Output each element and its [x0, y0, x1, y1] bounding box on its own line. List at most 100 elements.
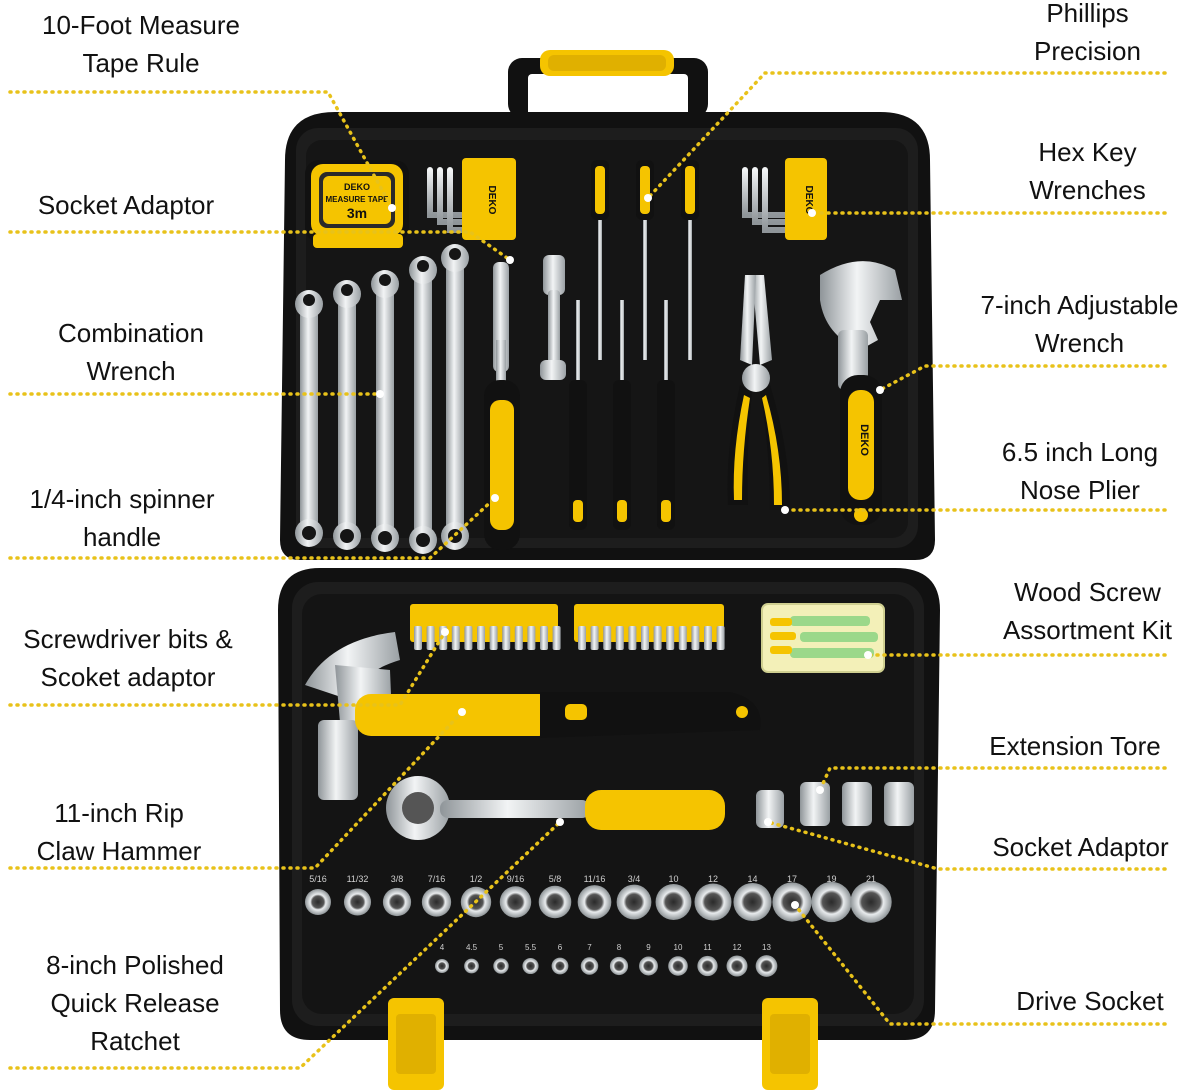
label-line: Wood Screw — [1014, 577, 1161, 607]
socket-small — [609, 956, 629, 976]
socket-size-label: 19 — [826, 874, 836, 884]
case-handle — [508, 50, 708, 118]
socket-size-label: 5/8 — [549, 874, 562, 884]
screwdriver-bit — [653, 626, 662, 650]
socket-size-label: 12 — [733, 943, 742, 952]
wrench-box-hole — [416, 533, 430, 547]
quick-release-ratchet — [386, 776, 725, 840]
socket-large — [305, 889, 331, 915]
label-wood-screw: Wood Screw Assortment Kit — [985, 573, 1190, 649]
label-line: Drive Socket — [1016, 986, 1164, 1016]
svg-text:DEKO: DEKO — [858, 424, 870, 456]
screwdriver-shaft — [664, 300, 668, 380]
label-screwdriver-bits: Screwdriver bits & Scoket adaptor — [8, 620, 248, 696]
screwdriver-bit — [578, 626, 586, 650]
screwdriver-bit — [426, 626, 435, 650]
socket-size-label: 6 — [558, 943, 563, 952]
label-line: Phillips — [1046, 0, 1129, 28]
label-line: 11-inch Rip — [54, 798, 184, 828]
label-line: Ratchet — [90, 1026, 180, 1056]
socket-size-label: 11/32 — [347, 874, 369, 884]
label-line: Scoket adaptor — [40, 662, 216, 692]
socket-size-label: 3/4 — [628, 874, 641, 884]
label-line: Wrenches — [1029, 175, 1146, 205]
socket-large — [382, 887, 412, 917]
tape-caption: MEASURE TAPE — [326, 195, 390, 204]
socket-size-label: 12 — [708, 874, 718, 884]
tape-size: 3m — [347, 205, 367, 221]
screwdriver-bit — [540, 626, 548, 650]
label-line: handle — [82, 522, 162, 552]
label-line: Combination — [58, 318, 204, 348]
socket-size-label: 11/16 — [584, 874, 606, 884]
screwdriver-bit — [414, 626, 422, 650]
claw-hammer — [305, 632, 761, 800]
label-ratchet: 8-inch Polished Quick Release Ratchet — [30, 946, 240, 1060]
wrench-open-gap — [303, 294, 315, 306]
screwdriver-grip — [573, 500, 583, 522]
label-line: Tape Rule — [82, 48, 200, 78]
label-line: Hex Key — [1038, 137, 1137, 167]
case-latches — [388, 998, 818, 1090]
label-adjustable-wrench: 7-inch Adjustable Wrench — [962, 286, 1197, 362]
socket-small — [464, 958, 479, 974]
label-line: Claw Hammer — [36, 836, 202, 866]
wrench-shaft — [414, 276, 432, 534]
screwdriver-bit — [590, 626, 599, 650]
screwdriver-bit — [527, 626, 536, 650]
socket-large — [421, 887, 452, 917]
label-spinner-handle: 1/4-inch spinner handle — [12, 480, 232, 556]
label-line: Screwdriver bits & — [23, 624, 233, 654]
socket-large — [577, 885, 612, 919]
leader-lines — [8, 71, 1167, 1070]
socket-size-label: 14 — [747, 874, 757, 884]
combination-wrenches — [295, 244, 469, 554]
socket-large — [811, 881, 852, 923]
screwdriver-bit — [451, 626, 460, 650]
socket-large — [499, 886, 532, 918]
wrench-open-gap — [341, 284, 353, 296]
wrench-open-gap — [449, 248, 461, 260]
socket-large — [343, 888, 372, 916]
screwdriver-bit — [666, 626, 675, 650]
label-claw-hammer: 11-inch Rip Claw Hammer — [14, 794, 224, 870]
socket-large — [733, 882, 772, 922]
label-line: 10-Foot Measure — [42, 10, 240, 40]
socket-small — [435, 959, 449, 973]
screwdriver-shaft — [688, 220, 692, 360]
socket-size-label: 4 — [440, 943, 445, 952]
screwdriver-bit — [678, 626, 687, 650]
screwdriver-bit — [704, 626, 712, 650]
socket-small — [726, 955, 748, 977]
screwdriver-bit — [691, 626, 700, 650]
socket-size-label: 21 — [866, 874, 876, 884]
label-line: 6.5 inch Long — [1001, 437, 1159, 467]
socket-size-label: 17 — [787, 874, 797, 884]
wrench-box-hole — [378, 531, 392, 545]
socket-size-label: 11 — [703, 943, 712, 952]
screwdriver-handle — [613, 380, 631, 530]
wrench-shaft — [300, 310, 318, 527]
label-extension-tore: Extension Tore — [975, 727, 1175, 765]
socket-size-label: 8 — [617, 943, 622, 952]
socket-size-label: 7 — [587, 943, 592, 952]
socket-small — [755, 955, 778, 977]
measure-tape: DEKO MEASURE TAPE 3m — [305, 160, 409, 248]
socket-small — [668, 956, 688, 976]
precision-screwdrivers — [569, 160, 699, 530]
socket-size-label: 9 — [646, 943, 651, 952]
tape-brand: DEKO — [344, 182, 370, 192]
screwdriver-handle — [569, 380, 587, 530]
socket-small — [697, 955, 718, 977]
adjustable-wrench: DEKO — [820, 261, 902, 525]
screwdriver-grip — [640, 166, 650, 214]
socket-large — [850, 881, 892, 923]
screwdriver-bit — [716, 626, 725, 650]
socket-large — [616, 884, 652, 920]
screwdriver-bit — [477, 626, 485, 650]
wood-screw-kit — [761, 603, 885, 673]
label-line: 1/4-inch spinner — [29, 484, 215, 514]
